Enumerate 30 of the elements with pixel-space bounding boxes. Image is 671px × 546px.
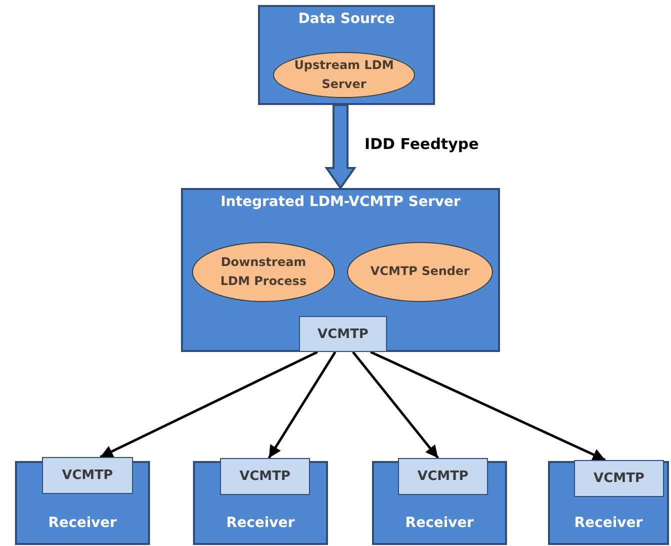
arrow <box>100 350 318 458</box>
arrow <box>268 351 336 459</box>
block-arrow <box>324 104 356 190</box>
port-label: VCMTP <box>594 471 644 486</box>
port-box <box>299 316 387 352</box>
port-box <box>398 458 488 495</box>
box-title: Receiver <box>405 515 474 531</box>
port-box <box>220 458 310 495</box>
process-label: Upstream LDM Server <box>293 56 395 93</box>
port-label: VCMTP <box>418 469 468 484</box>
port-label: VCMTP <box>62 468 113 483</box>
server-box <box>548 461 669 545</box>
box-title: Data Source <box>298 11 395 27</box>
server-box <box>181 188 500 352</box>
process-label: VCMTP Sender <box>370 263 470 280</box>
server-box <box>372 461 507 545</box>
box-title: Receiver <box>226 515 295 531</box>
port-box <box>42 457 133 494</box>
port-label: VCMTP <box>240 469 290 484</box>
box-title: Receiver <box>48 515 117 531</box>
port-label: VCMTP <box>318 326 368 342</box>
process-label: Downstream LDM Process <box>219 254 308 290</box>
server-box <box>193 461 328 545</box>
server-box <box>258 5 435 105</box>
box-title: Receiver <box>574 515 643 531</box>
box-title: Integrated LDM-VCMTP Server <box>220 194 460 210</box>
port-box <box>574 460 664 497</box>
arrow <box>370 350 606 462</box>
arrow <box>352 351 439 459</box>
edge-label: IDD Feedtype <box>364 134 479 152</box>
